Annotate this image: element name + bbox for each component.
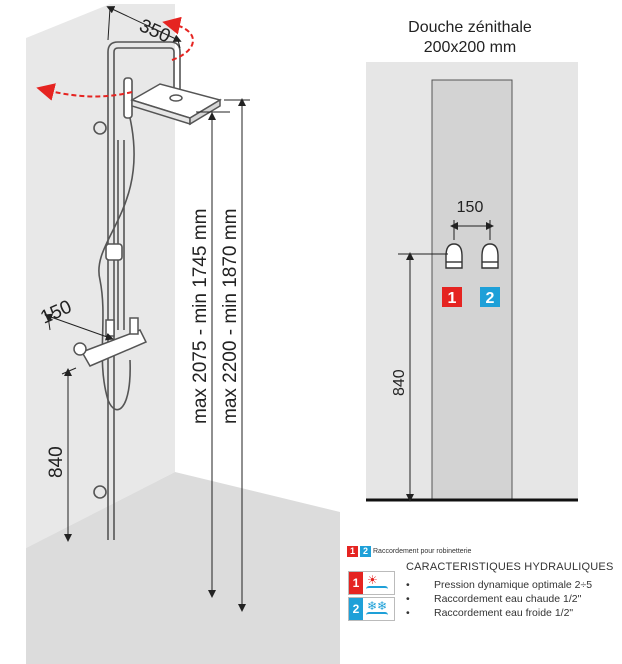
snowflake-icon: ❄❄: [367, 599, 388, 613]
dim-arm: [106, 6, 182, 49]
hot-badge: [442, 287, 462, 307]
hot-water-number: 1: [349, 572, 363, 594]
dim-height-right-label: 840: [391, 369, 408, 396]
cold-badge: [480, 287, 500, 307]
water-wave-icon: [366, 586, 388, 592]
hot-badge-label: 1: [448, 290, 457, 307]
right-subtitle: 200x200 mm: [424, 39, 517, 56]
dim-height-right: [398, 252, 448, 502]
legend-hot-badge: 1: [347, 546, 358, 557]
left-shower-drawing: 350 150 840 max 2075 - min 1745 mm max 2…: [26, 4, 340, 664]
dim-height-left: [61, 367, 77, 542]
list-item: Raccordement eau chaude 1/2": [406, 592, 592, 606]
legend-title: CARACTERISTIQUES HYDRAULIQUES: [406, 561, 614, 573]
right-front-view: Douche zénithale 200x200 mm 150 840: [366, 19, 578, 502]
dim-height-total: [196, 98, 250, 612]
hydraulic-list: Pression dynamique optimale 2÷5 Raccorde…: [406, 578, 592, 620]
hot-connector: [445, 243, 463, 269]
cold-badge-label: 2: [486, 290, 495, 307]
wall-left: [26, 4, 175, 548]
rotation-arrow-left: [36, 83, 133, 101]
hot-water-icon: 1 ☀: [348, 571, 395, 595]
list-item: Raccordement eau froide 1/2": [406, 606, 592, 620]
dim-height-left-label: 840: [46, 446, 67, 478]
water-wave-icon: [366, 612, 388, 618]
floor: [26, 472, 340, 664]
dim-height-b-label: max 2200 - min 1870 mm: [220, 209, 241, 424]
legend-cold-badge: 2: [360, 546, 371, 557]
cold-connector: [481, 243, 499, 269]
dim-spacing-label: 150: [457, 199, 484, 216]
right-title: Douche zénithale: [408, 19, 532, 36]
list-item: Pression dynamique optimale 2÷5: [406, 578, 592, 592]
dim-offset: [44, 313, 114, 341]
dim-spacing: [450, 220, 494, 240]
dim-height-a-label: max 2075 - min 1745 mm: [190, 209, 211, 424]
cold-water-number: 2: [349, 598, 363, 620]
cold-water-icon: 2 ❄❄: [348, 597, 395, 621]
rotation-arrow-top: [162, 16, 194, 61]
sun-icon: ☀: [367, 573, 378, 587]
legend-connection: 1 2 Raccordement pour robinetterie: [347, 546, 471, 557]
legend-connection-caption: Raccordement pour robinetterie: [373, 548, 472, 555]
